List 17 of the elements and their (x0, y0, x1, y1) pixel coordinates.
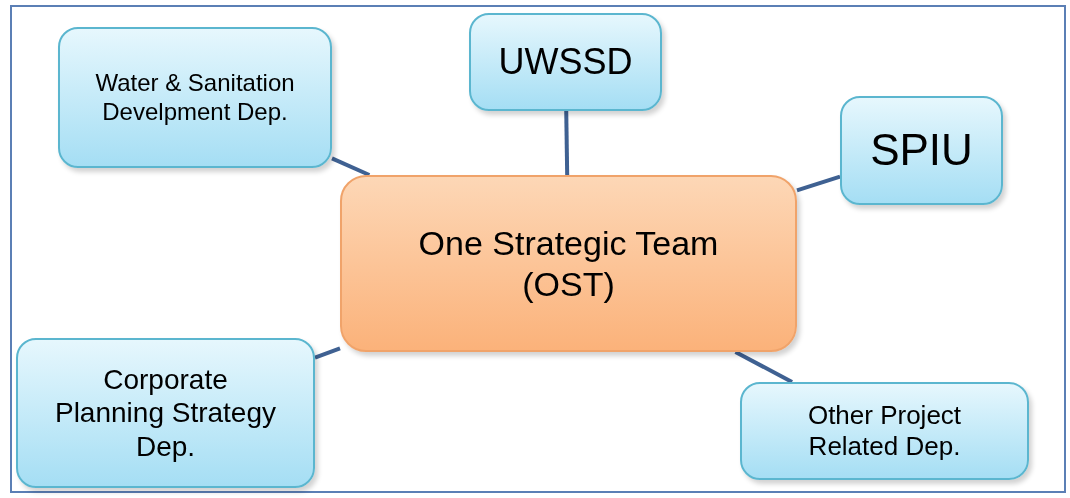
node-label: Other Project Related Dep. (806, 399, 963, 463)
department-box (740, 382, 1029, 480)
node-label: One Strategic Team (OST) (417, 222, 720, 305)
node-label: UWSSD (498, 40, 633, 84)
node-label: Water & Sanitation Develpment Dep. (94, 68, 296, 127)
connector-line (314, 346, 341, 360)
department-box (840, 96, 1003, 205)
department-box (58, 27, 332, 168)
connector-line (734, 350, 793, 384)
connector-line (331, 156, 371, 177)
department-box (469, 13, 662, 111)
connector-line (564, 110, 570, 176)
node-label: SPIU (870, 124, 973, 177)
node-label: Corporate Planning Strategy Dep. (53, 362, 277, 464)
central-team-box (340, 175, 797, 352)
connector-line (796, 174, 841, 193)
department-box (16, 338, 315, 488)
